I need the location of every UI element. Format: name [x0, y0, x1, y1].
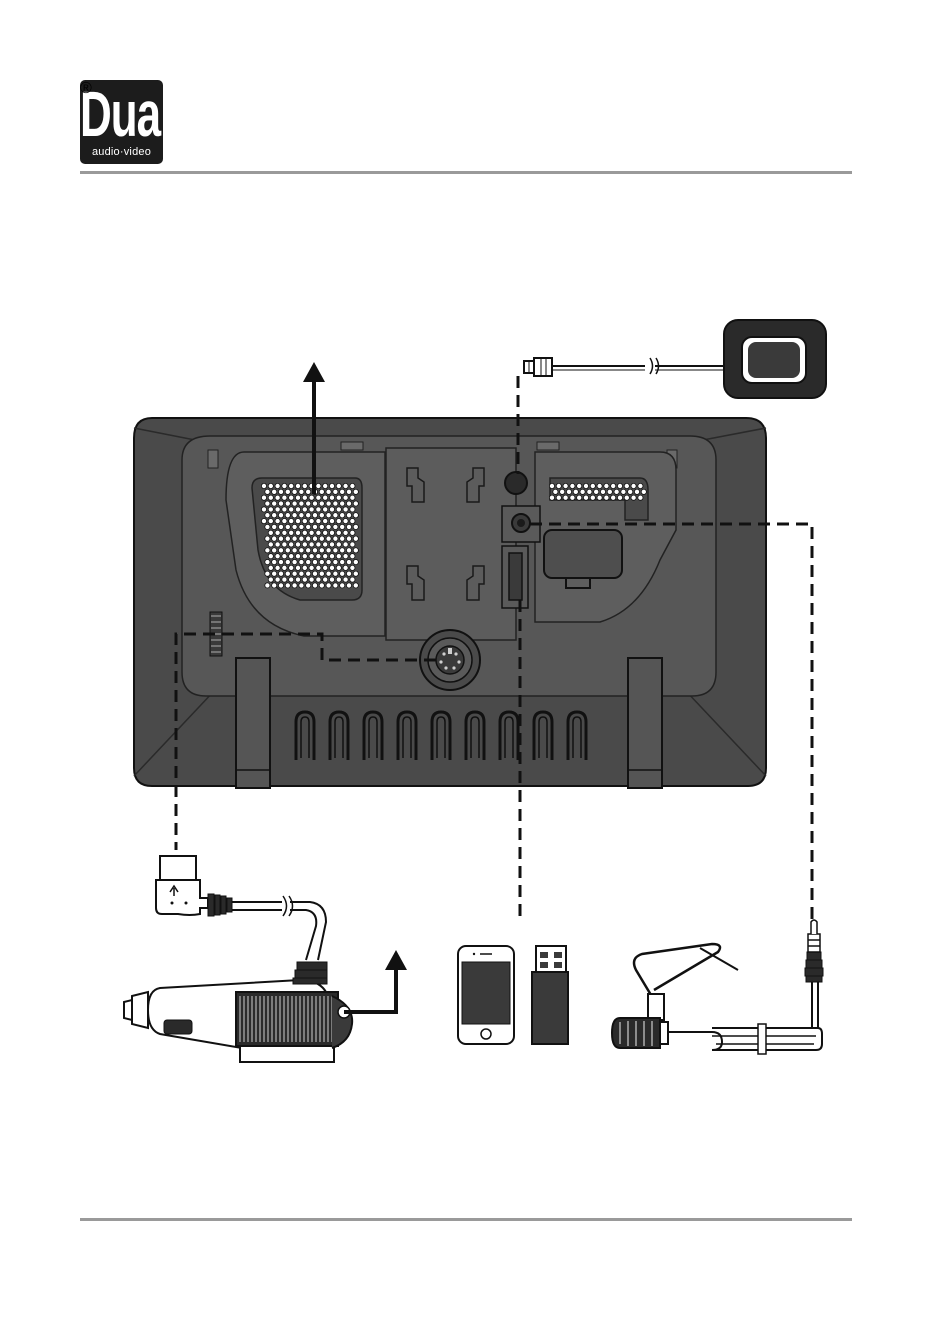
- power-plug-connector: [156, 856, 326, 960]
- usb-port: [509, 553, 522, 600]
- gps-antenna-jack: [505, 472, 527, 494]
- smartphone: [458, 946, 514, 1044]
- kickstand-left: [236, 658, 270, 788]
- right-speaker-grille: [549, 483, 646, 500]
- microphone-with-visor-clip: [612, 920, 823, 1054]
- port-cover-flap: [544, 530, 622, 578]
- gps-antenna: [524, 320, 826, 398]
- adapter-up-arrow: [344, 950, 407, 1012]
- device-rear-panel: [134, 418, 766, 788]
- kickstand-right: [628, 658, 662, 788]
- usb-flash-drive: [532, 946, 568, 1044]
- car-power-adapter: [124, 962, 352, 1062]
